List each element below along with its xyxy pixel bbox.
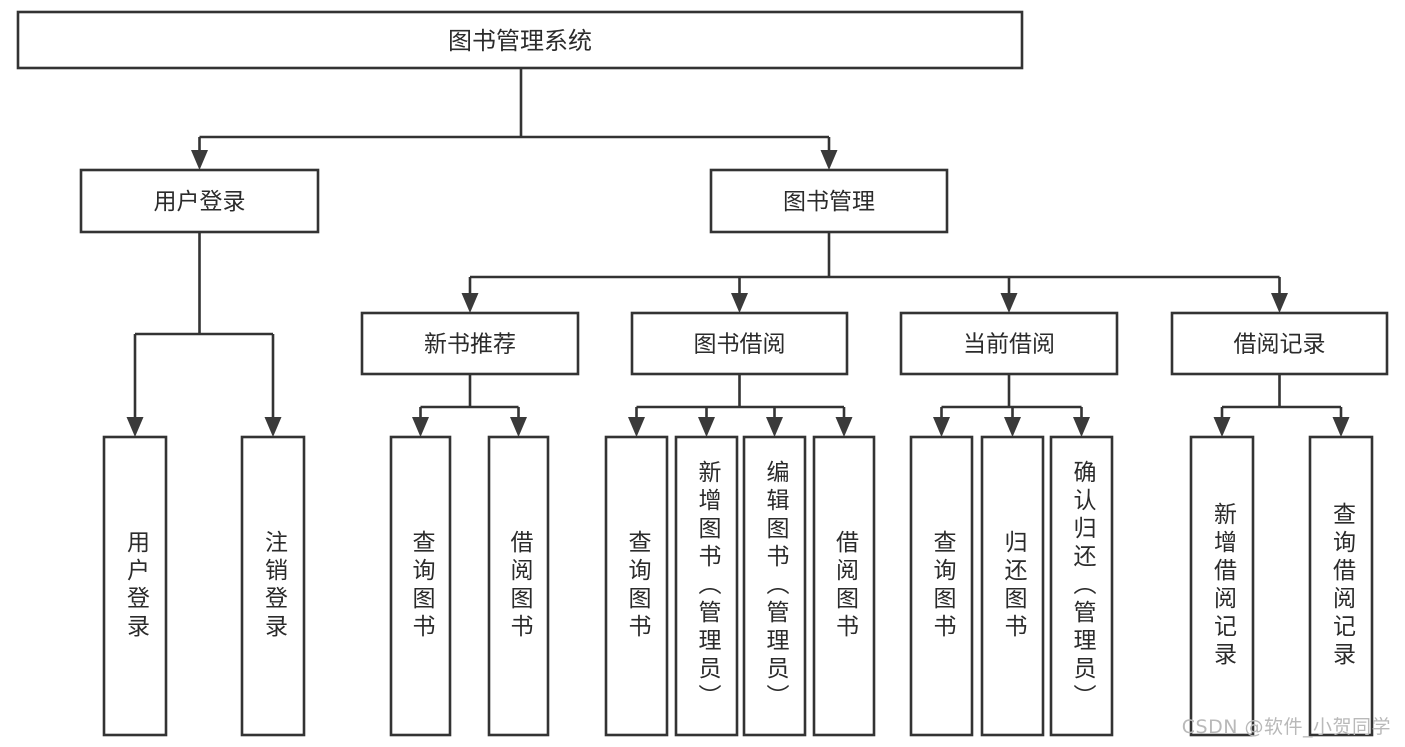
level1-box-node-图书管理[interactable] bbox=[709, 168, 949, 234]
leaf-box-node-查询图书-8[interactable] bbox=[909, 435, 974, 737]
level2-box-node-图书借阅[interactable] bbox=[630, 311, 849, 376]
leaf-box-node-编辑图书管理员-6[interactable] bbox=[742, 435, 807, 737]
arrowhead-node-图书管理-1 bbox=[820, 150, 838, 170]
level1-label-node-图书管理: 图书管理 bbox=[783, 189, 875, 215]
arrowhead-leaf-node-当前借阅-0 bbox=[933, 417, 950, 437]
level2-label-node-借阅记录: 借阅记录 bbox=[1234, 332, 1326, 358]
arrowhead-leaf-node-图书借阅-3 bbox=[835, 417, 853, 437]
leaf-box-node-注销登录-1[interactable] bbox=[240, 435, 306, 737]
level2-box-node-借阅记录[interactable] bbox=[1170, 311, 1389, 376]
leaf-box-node-查询图书-2[interactable] bbox=[389, 435, 452, 737]
arrowhead-leaf-node-新书推荐-1 bbox=[510, 417, 527, 437]
level2-box-node-新书推荐[interactable] bbox=[360, 311, 580, 376]
arrowhead-level2-1 bbox=[731, 293, 748, 313]
arrowhead-leaf-node-用户登录-1 bbox=[264, 417, 282, 437]
arrowhead-leaf-node-当前借阅-1 bbox=[1004, 417, 1021, 437]
level2-label-node-当前借阅: 当前借阅 bbox=[963, 332, 1055, 358]
leaf-box-node-查询借阅记录-12[interactable] bbox=[1308, 435, 1374, 737]
node-box-layer bbox=[16, 10, 1389, 737]
level1-box-node-用户登录[interactable] bbox=[79, 168, 320, 234]
arrowhead-leaf-node-当前借阅-2 bbox=[1073, 417, 1090, 437]
leaf-box-node-归还图书-9[interactable] bbox=[980, 435, 1045, 737]
arrowhead-leaf-node-图书借阅-2 bbox=[766, 417, 783, 437]
level2-box-node-当前借阅[interactable] bbox=[899, 311, 1119, 376]
arrowhead-leaf-node-用户登录-0 bbox=[126, 417, 144, 437]
leaf-box-node-借阅图书-3[interactable] bbox=[487, 435, 550, 737]
level1-label-node-用户登录: 用户登录 bbox=[154, 189, 246, 215]
leaf-box-node-借阅图书-7[interactable] bbox=[812, 435, 876, 737]
arrowhead-level2-2 bbox=[1000, 293, 1018, 313]
leaf-box-node-确认归还管理员-10[interactable] bbox=[1049, 435, 1114, 737]
arrowhead-leaf-node-图书借阅-0 bbox=[628, 417, 645, 437]
leaf-box-node-新增借阅记录-11[interactable] bbox=[1189, 435, 1255, 737]
leaf-box-node-查询图书-4[interactable] bbox=[604, 435, 669, 737]
level2-label-node-图书借阅: 图书借阅 bbox=[694, 332, 786, 358]
level2-label-node-新书推荐: 新书推荐 bbox=[424, 332, 516, 358]
arrowhead-node-用户登录-0 bbox=[191, 150, 208, 170]
arrowhead-leaf-node-新书推荐-0 bbox=[412, 417, 429, 437]
leaf-box-node-用户登录-0[interactable] bbox=[102, 435, 168, 737]
connector-layer bbox=[126, 68, 1350, 437]
csdn-watermark: CSDN @软件_小贺同学 bbox=[1181, 716, 1391, 738]
arrowhead-level2-0 bbox=[461, 293, 479, 313]
arrowhead-leaf-node-借阅记录-1 bbox=[1332, 417, 1350, 437]
root-node-box[interactable] bbox=[16, 10, 1024, 70]
arrowhead-leaf-node-图书借阅-1 bbox=[698, 417, 715, 437]
leaf-box-node-新增图书管理员-5[interactable] bbox=[674, 435, 739, 737]
arrowhead-leaf-node-借阅记录-0 bbox=[1213, 417, 1231, 437]
arrowhead-level2-3 bbox=[1271, 293, 1288, 313]
root-node-label: 图书管理系统 bbox=[448, 27, 592, 55]
